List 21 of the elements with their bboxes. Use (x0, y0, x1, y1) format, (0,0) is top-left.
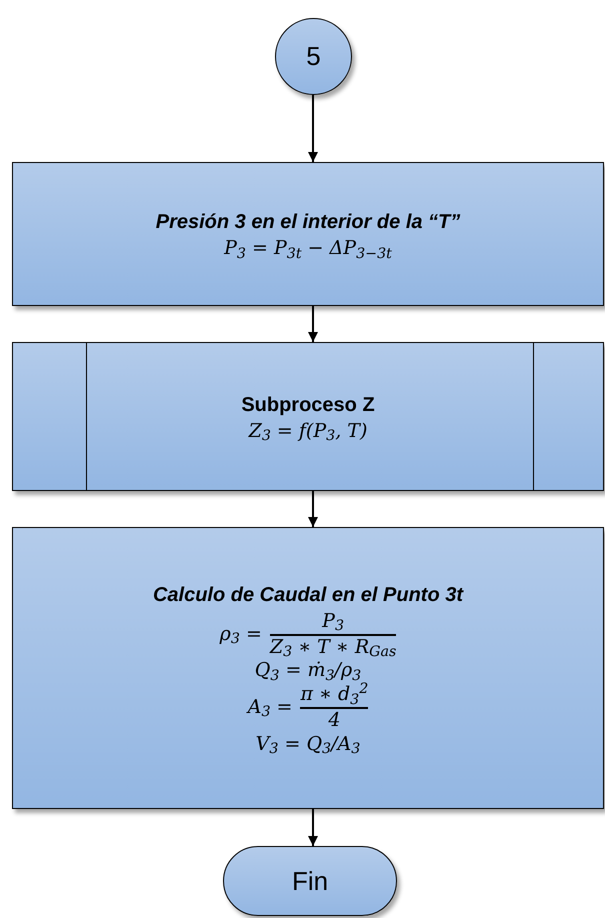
formula: A$_{3}$ = (248, 696, 292, 720)
fraction-denominator: 4 (328, 708, 340, 732)
formula: P$_{3}$ = P$_{3t}$ − ΔP$_{3−3t}$ (224, 237, 392, 261)
process-box (12, 527, 604, 809)
formula: V$_{3}$ = Q$_{3}$/A$_{3}$ (256, 732, 360, 756)
formula: Q$_{3}$ = ṁ$_{3}$/ρ$_{3}$ (254, 659, 362, 683)
arrow (308, 809, 318, 846)
arrow (308, 491, 318, 527)
process-box (12, 162, 604, 306)
fraction-numerator: P$_{3}$ (322, 610, 344, 634)
step-title: Calculo de Caudal en el Punto 3t (152, 582, 464, 608)
formula: ρ$_{3}$ = (220, 622, 262, 646)
terminal-label: Fin (292, 864, 328, 898)
arrow (308, 306, 318, 342)
subprocess-box (12, 342, 604, 491)
terminal-label: 5 (306, 40, 321, 73)
formula: Z$_{3}$ = f(P$_{3}$, T) (248, 420, 368, 444)
step-title: Presión 3 en el interior de la “T” (156, 210, 460, 236)
fraction-denominator: Z$_{3}$ ∗ T ∗ R$_{Gas}$ (270, 636, 396, 660)
step-title: Subproceso Z (241, 392, 375, 418)
arrow (308, 95, 318, 162)
